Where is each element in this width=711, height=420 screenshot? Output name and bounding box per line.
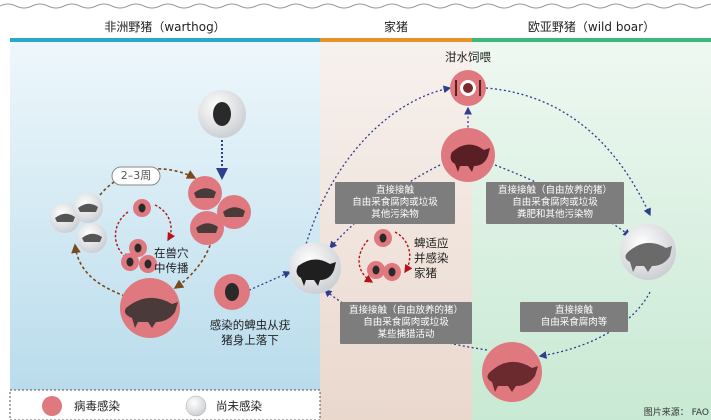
warthog-gray-icon-b [78,203,98,212]
warthog-small-icon-c [196,223,218,233]
legend-infected-swatch [42,396,62,416]
contact-box-left-upper: 直接接触 自由采食腐肉或垃圾 其他污染物 [335,182,455,224]
wildboar-infected-icon [487,361,538,392]
warthog-small-icon-b [223,207,245,217]
contact-box-right-upper: 直接接触（自由放养的猪） 自由采食腐肉或垃圾 粪肥和其他污染物 [486,182,624,224]
warthog-small-icon-a [194,188,216,198]
domestic-tick-cycle-arrow-2 [394,231,413,274]
cycle-duration-label: 2–3周 [120,169,152,182]
inner-arrow-pig-to-domestic [329,164,441,249]
warthog-header-bar [10,38,320,42]
domestic-pig-icon [450,144,490,172]
tick-adapt-label: 蜱适应 并感染 家猪 [414,236,449,280]
burrow-spread-label: 在兽穴 中传播 [154,246,189,275]
domestic-header: 家猪 [383,20,408,34]
warthog-gray-icon-a [55,213,75,222]
top-wave-line [0,3,711,9]
beetle-icon [213,102,231,126]
warthog-cycle-arrow-right [173,239,213,289]
contact-box-right-lower: 直接接触 自由采食腐肉等 [520,302,628,332]
legend-uninfected-swatch [185,395,207,417]
warthog-header: 非洲野猪（warthog） [104,20,226,34]
swill-feeding-label: 泔水饲喂 [445,50,491,64]
cycle-duration-pill [111,166,161,186]
legend-uninfected-label: 尚未感染 [216,399,262,413]
plate-fork-knife-icon [455,80,481,96]
arrow-warthog-to-domestic [244,271,292,293]
domestic-header-bar [320,38,472,42]
outer-cycle-arrow-top-left [304,85,452,249]
outer-cycle-arrow-right-down [538,291,651,359]
domestic-tick-cycle-arrow [358,239,374,283]
tick-icon-right [225,283,239,301]
warthog-gray-icon-c [82,233,102,242]
warthog-large-icon [124,297,178,328]
wildboar-sketch-icon [625,242,672,272]
legend-infected-label: 病毒感染 [74,399,120,413]
image-credit: 图片来源： FAO [643,408,709,418]
warthog-cycle-arrow-bottom [71,243,126,297]
wildboar-header: 欧亚野猪（wild boar） [527,20,656,34]
inner-arrow-pig-to-wildboar [494,164,632,237]
contact-box-left-lower: 直接接触（自由放养的猪） 自由采食腐肉或垃圾 某些捕猎活动 [340,302,472,344]
tick-drop-label: 感染的蜱虫从疣 猪身上落下 [209,318,291,347]
black-pig-icon [296,259,336,286]
wildboar-header-bar [472,38,711,42]
domestic-region-bg [320,42,472,420]
